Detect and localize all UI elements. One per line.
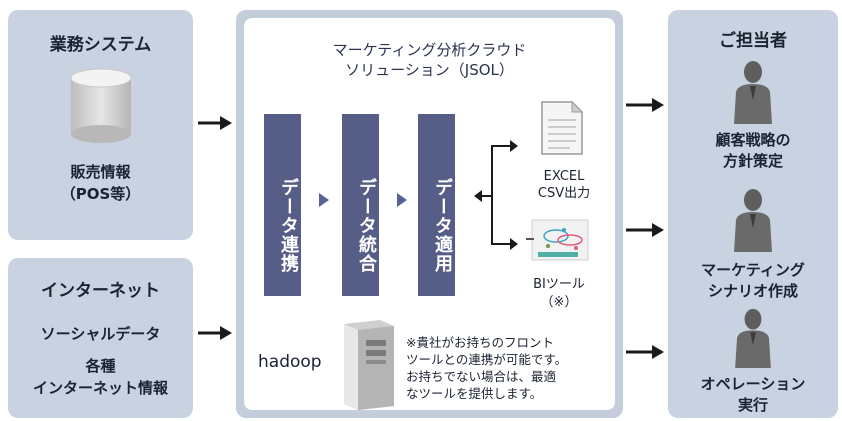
- internet-title: インターネット: [41, 281, 160, 301]
- database-icon: [70, 68, 132, 143]
- bi-chart-icon: [526, 219, 589, 261]
- person-icon: [734, 61, 772, 124]
- server-icon: [344, 320, 394, 410]
- person-icon: [735, 308, 771, 368]
- business-system-panel: 業務システム 販売情報 （POS等）: [8, 10, 193, 240]
- pos-label: （POS等）: [60, 185, 141, 203]
- csv-output-label: CSV出力: [537, 186, 591, 201]
- cloud-solution-panel: マーケティング分析クラウド ソリューション（JSOL） データ連携 データ統合 …: [236, 10, 623, 418]
- internet-panel: インターネット ソーシャルデータ 各種 インターネット情報: [8, 258, 193, 418]
- cloud-solution-inner: マーケティング分析クラウド ソリューション（JSOL） データ連携 データ統合 …: [244, 18, 615, 410]
- operation-line2: 実行: [737, 396, 768, 414]
- document-icon: [541, 100, 584, 155]
- scenario-line2: シナリオ作成: [707, 282, 798, 300]
- arrow-right-icon: [626, 345, 664, 359]
- arrow-right-icon: [198, 116, 232, 130]
- note-line-1: ※貴社がお持ちのフロント: [406, 335, 554, 350]
- step-arrow-icon: [319, 193, 329, 207]
- note-line-3: お持ちでない場合は、最適: [406, 369, 557, 384]
- various-label: 各種: [85, 357, 116, 375]
- step-data-application: データ適用: [418, 114, 455, 296]
- business-system-title: 業務システム: [49, 35, 152, 55]
- step-data-consolidation: データ統合: [342, 114, 379, 296]
- strategy-line1: 顧客戦略の: [715, 131, 791, 149]
- excel-label: EXCEL: [543, 169, 585, 184]
- arrow-right-icon: [198, 326, 232, 340]
- bi-tool-label: BIツール: [533, 277, 585, 292]
- sales-info-label: 販売情報: [70, 163, 131, 181]
- scenario-line1: マーケティング: [701, 261, 805, 279]
- strategy-line2: 方針策定: [722, 152, 783, 170]
- operation-line1: オペレーション: [700, 375, 806, 393]
- step-data-integration: データ連携: [264, 114, 301, 296]
- person-icon: [734, 189, 772, 252]
- solution-title-line1: マーケティング分析クラウド: [332, 41, 527, 59]
- staff-panel: ご担当者 顧客戦略の 方針策定 マーケティング シナリオ作成 オペレーション 実…: [668, 10, 838, 418]
- hadoop-label: hadoop: [258, 352, 322, 372]
- note-line-2: ツールとの連携が可能です。: [406, 352, 568, 367]
- step-arrow-icon: [397, 193, 407, 207]
- social-data-label: ソーシャルデータ: [40, 325, 161, 343]
- solution-title-line2: ソリューション（JSOL）: [345, 61, 514, 79]
- note-line-4: なツールを提供します。: [406, 386, 543, 401]
- arrow-right-icon: [626, 223, 664, 237]
- bi-tool-note-mark: （※）: [540, 295, 578, 310]
- bidirectional-arrow-icon: [474, 140, 518, 250]
- arrow-right-icon: [626, 98, 664, 112]
- staff-title: ご担当者: [719, 31, 787, 51]
- internet-info-label: インターネット情報: [32, 379, 168, 397]
